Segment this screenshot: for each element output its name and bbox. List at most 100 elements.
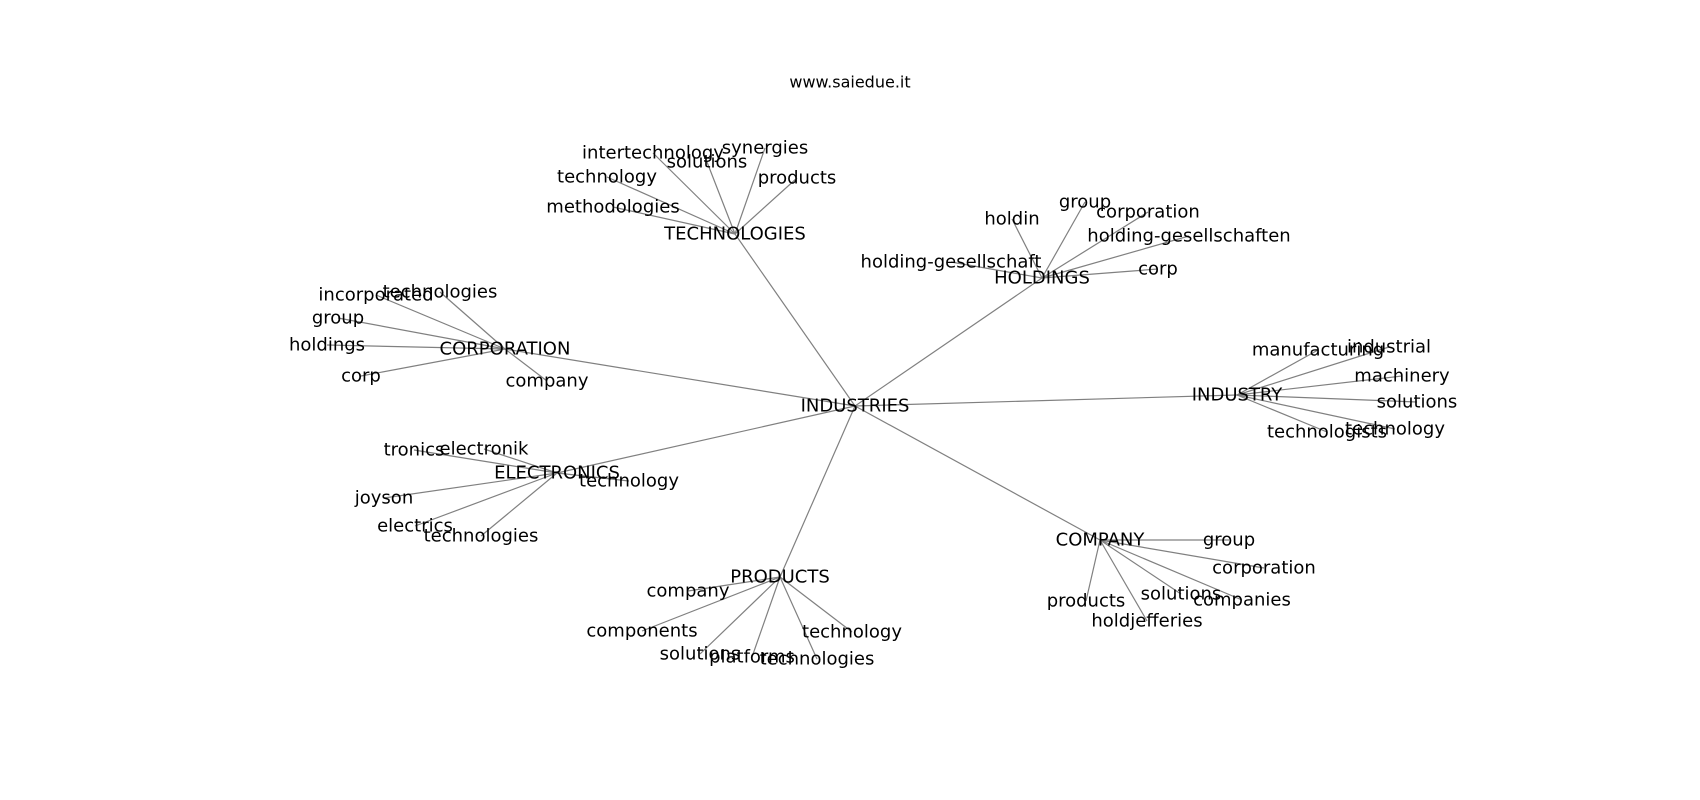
edge-hub-to-leaf xyxy=(439,291,506,350)
leaf-node-label: products xyxy=(1047,591,1126,612)
edge-hub-to-leaf xyxy=(950,261,1043,279)
leaf-node-label: group xyxy=(312,308,364,329)
edge-root-to-hub xyxy=(779,405,856,578)
leaf-node-label: components xyxy=(586,621,697,642)
leaf-node-label: holdin xyxy=(984,209,1039,230)
edge-hub-to-leaf xyxy=(480,472,558,537)
edge-hub-to-leaf xyxy=(779,576,818,660)
leaf-node-label: joyson xyxy=(354,488,413,509)
edge-hub-to-leaf xyxy=(360,348,506,377)
hub-node-label: HOLDINGS xyxy=(994,268,1090,289)
edge-hub-to-leaf xyxy=(612,206,736,235)
leaf-node-label: holding-gesellschaft xyxy=(861,252,1042,273)
leaf-node-label: products xyxy=(758,168,837,189)
edge-hub-to-leaf xyxy=(1099,539,1148,622)
edge-root-to-hub xyxy=(556,405,856,474)
edge-hub-to-leaf xyxy=(706,161,736,235)
edge-hub-to-leaf xyxy=(1041,268,1159,279)
leaf-node-label: technology xyxy=(1345,419,1445,440)
edge-hub-to-leaf xyxy=(483,448,558,474)
hub-node-label: INDUSTRY xyxy=(1192,385,1284,406)
edge-hub-to-leaf xyxy=(1236,349,1319,396)
graph-edges xyxy=(326,147,1418,660)
leaf-node-label: tronics xyxy=(384,440,445,461)
edge-hub-to-leaf xyxy=(1236,394,1418,403)
edge-hub-to-leaf xyxy=(337,317,506,350)
leaf-node-label: corporation xyxy=(1212,558,1316,579)
edge-hub-to-leaf xyxy=(1041,235,1190,279)
edge-hub-to-leaf xyxy=(1041,201,1086,279)
edge-hub-to-leaf xyxy=(556,472,630,482)
edge-hub-to-leaf xyxy=(1099,539,1243,601)
edge-hub-to-leaf xyxy=(326,344,506,350)
hub-node-label: TECHNOLOGIES xyxy=(663,224,806,245)
leaf-node-label: solutions xyxy=(1377,392,1458,413)
edge-hub-to-leaf xyxy=(1236,394,1396,430)
leaf-node-label: company xyxy=(506,371,589,392)
edge-hub-to-leaf xyxy=(734,147,766,235)
root-node-label: INDUSTRIES xyxy=(801,396,910,417)
edge-hub-to-leaf xyxy=(606,176,736,235)
edge-root-to-hub xyxy=(504,348,856,407)
edge-hub-to-leaf xyxy=(1099,539,1182,595)
leaf-node-label: synergies xyxy=(722,138,808,159)
leaf-node-label: electronik xyxy=(440,439,530,460)
edge-root-to-hub xyxy=(854,277,1043,407)
hub-node-label: PRODUCTS xyxy=(730,567,830,588)
leaf-node-label: electrics xyxy=(377,516,453,537)
leaf-node-label: companies xyxy=(1193,590,1291,611)
leaf-node-label: technologies xyxy=(424,526,539,547)
leaf-node-label: holdjefferies xyxy=(1091,611,1202,632)
edge-hub-to-leaf xyxy=(413,449,558,474)
edge-root-to-hub xyxy=(734,233,856,407)
leaf-node-label: manufacturing xyxy=(1252,340,1384,361)
leaf-node-label: technology xyxy=(802,622,902,643)
edge-hub-to-leaf xyxy=(751,576,781,658)
leaf-node-label: technology xyxy=(579,471,679,492)
leaf-node-label: solutions xyxy=(660,644,741,665)
leaf-node-label: company xyxy=(647,581,730,602)
site-title: www.saiedue.it xyxy=(789,73,910,92)
leaf-node-label: technology xyxy=(557,167,657,188)
leaf-node-label: group xyxy=(1059,192,1111,213)
leaf-node-label: technologists xyxy=(1267,422,1387,443)
leaf-node-label: platforms xyxy=(709,647,795,668)
edge-hub-to-leaf xyxy=(1236,375,1403,396)
edge-hub-to-leaf xyxy=(1041,211,1149,279)
leaf-node-label: corporation xyxy=(1096,202,1200,223)
edge-hub-to-leaf xyxy=(652,152,736,235)
leaf-node-label: incorporated xyxy=(318,285,433,306)
edge-hub-to-leaf xyxy=(1099,539,1265,569)
edge-hub-to-leaf xyxy=(687,576,781,592)
edge-hub-to-leaf xyxy=(504,348,548,382)
leaf-node-label: methodologies xyxy=(546,197,679,218)
edge-hub-to-leaf xyxy=(699,576,781,655)
leaf-node-label: holdings xyxy=(289,335,365,356)
edge-hub-to-leaf xyxy=(1236,346,1390,396)
leaf-node-label: group xyxy=(1203,530,1255,551)
hub-node-label: ELECTRONICS xyxy=(494,463,620,484)
edge-root-to-hub xyxy=(854,405,1101,541)
edge-hub-to-leaf xyxy=(779,576,853,633)
leaf-node-label: solutions xyxy=(1141,584,1222,605)
edge-hub-to-leaf xyxy=(375,294,506,350)
edge-hub-to-leaf xyxy=(383,472,558,499)
leaf-node-label: corp xyxy=(1138,259,1178,280)
edge-root-to-hub xyxy=(854,394,1238,407)
leaf-node-label: machinery xyxy=(1354,366,1450,387)
hub-node-label: COMPANY xyxy=(1056,530,1146,551)
leaf-node-label: intertechnology xyxy=(582,143,724,164)
leaf-node-label: technologies xyxy=(383,282,498,303)
edge-hub-to-leaf xyxy=(1085,539,1101,602)
leaf-node-label: corp xyxy=(341,366,381,387)
leaf-node-label: holding-gesellschaften xyxy=(1087,226,1290,247)
edge-hub-to-leaf xyxy=(414,472,558,527)
leaf-node-label: technologies xyxy=(760,649,875,670)
leaf-node-label: solutions xyxy=(667,152,748,173)
edge-hub-to-leaf xyxy=(1011,218,1043,279)
edge-hub-to-leaf xyxy=(641,576,781,632)
leaf-node-label: industrial xyxy=(1347,337,1431,358)
graph-labels: INDUSTRIES TECHNOLOGIES intertechnologysyn… xyxy=(289,138,1457,670)
edge-hub-to-leaf xyxy=(734,177,798,235)
